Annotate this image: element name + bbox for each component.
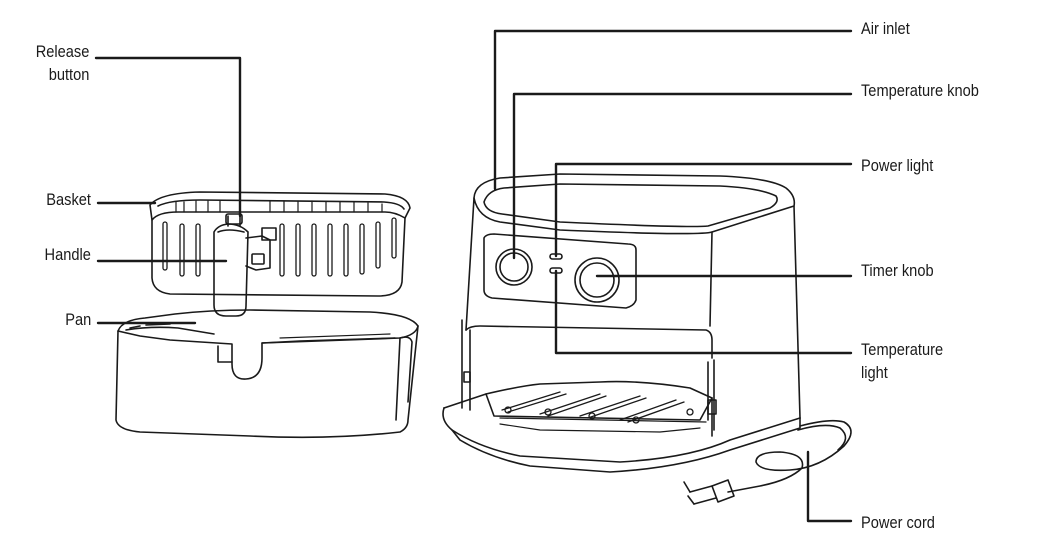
label-temperature-light-line1: Temperature [861, 340, 944, 359]
label-air-inlet: Air inlet [861, 19, 910, 38]
leader-lines [94, 29, 853, 523]
pan-illustration [115, 309, 419, 439]
label-temperature-light-line2: light [861, 363, 888, 382]
power-cord-illustration [683, 419, 852, 505]
label-temperature-light: Temperature light [861, 338, 943, 384]
label-temperature-knob: Temperature knob [861, 81, 979, 100]
label-release-button-line1: Release [35, 42, 89, 61]
label-pan: Pan [64, 310, 91, 329]
air-fryer-body-illustration [442, 173, 801, 473]
label-release-button-line2: button [48, 65, 89, 84]
label-timer-knob: Timer knob [861, 261, 934, 280]
basket-illustration [149, 191, 411, 317]
label-handle: Handle [44, 245, 91, 264]
label-power-cord: Power cord [861, 513, 935, 532]
label-basket: Basket [46, 190, 91, 209]
label-release-button: Release button [35, 40, 89, 86]
label-power-light: Power light [861, 156, 934, 175]
